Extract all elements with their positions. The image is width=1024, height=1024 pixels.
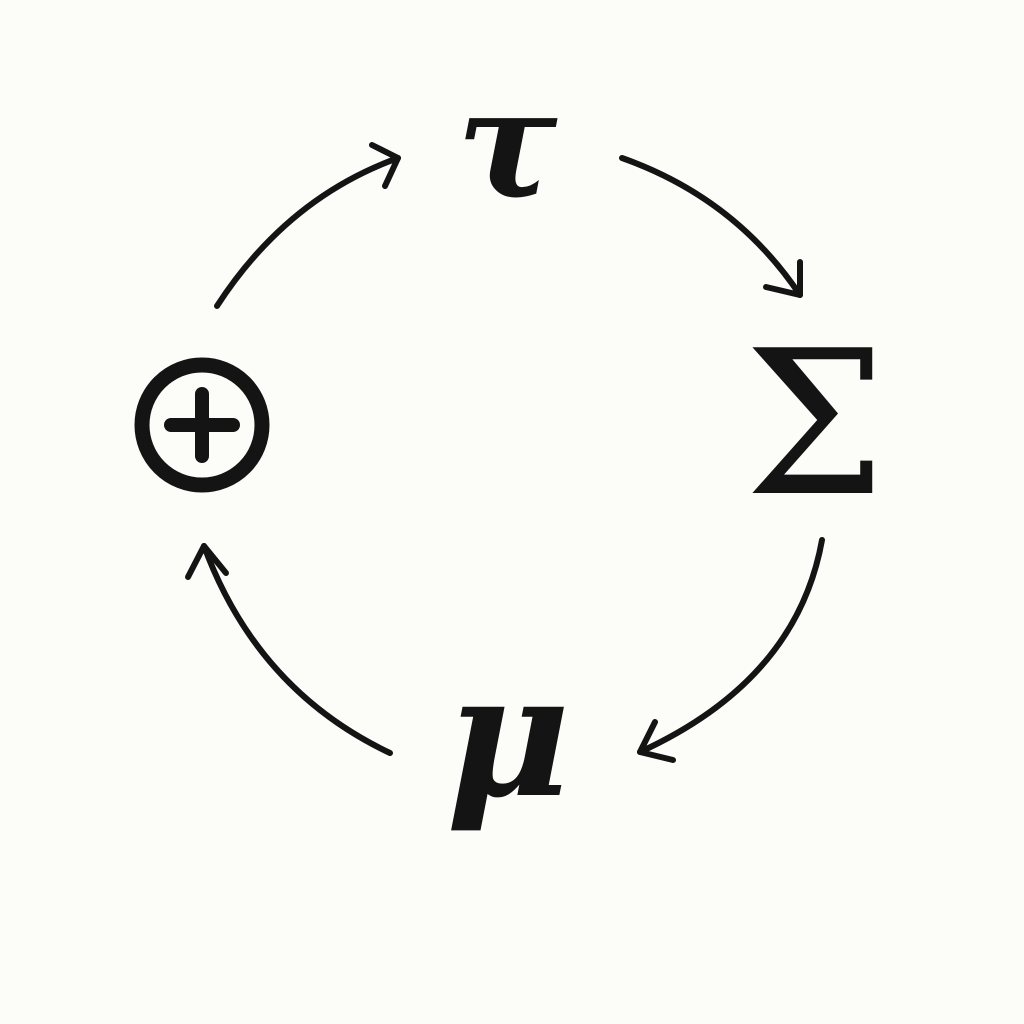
edge-oplus-to-tau (214, 142, 401, 309)
edge-sigma-to-mu (637, 537, 825, 763)
circled-plus-icon (134, 357, 270, 493)
node-oplus (134, 357, 270, 493)
node-sigma: Σ (744, 308, 885, 541)
node-mu: μ (446, 636, 570, 836)
edge-mu-to-oplus (185, 543, 393, 756)
edge-tau-to-sigma (619, 155, 803, 298)
node-tau: τ (457, 56, 558, 232)
